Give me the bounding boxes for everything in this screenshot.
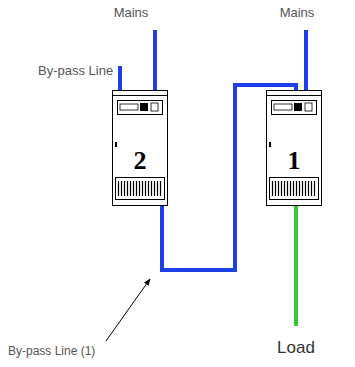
door-handle — [115, 142, 117, 147]
vent-slit — [293, 181, 294, 196]
display — [274, 104, 292, 110]
cabinet-top — [266, 95, 322, 96]
cabinet-top — [112, 95, 168, 96]
vent-slit — [305, 181, 306, 196]
display — [140, 103, 148, 111]
line-label: Mains — [280, 5, 315, 20]
vent-slit — [139, 181, 140, 196]
vent-slit — [160, 181, 161, 196]
vent-slit — [154, 181, 155, 196]
mains-wire — [153, 30, 157, 92]
callout-label: By-pass Line (1) — [8, 344, 95, 358]
unit-number: 1 — [266, 148, 322, 174]
vent-slit — [272, 181, 273, 196]
vent-slit — [157, 181, 158, 196]
vent-slit — [290, 181, 291, 196]
control-panel — [272, 101, 317, 115]
vent-slit — [275, 181, 276, 196]
vent-slit — [299, 181, 300, 196]
load-wire — [294, 205, 298, 326]
bypass-wire — [118, 66, 122, 92]
line-label: Mains — [114, 5, 149, 20]
vent-slit — [151, 181, 152, 196]
vent-slit — [145, 181, 146, 196]
vent-slit — [121, 181, 122, 196]
vent-slit — [124, 181, 125, 196]
mains-wire — [304, 30, 308, 92]
vent-slit — [284, 181, 285, 196]
vent-slit — [148, 181, 149, 196]
load-label: Load — [277, 338, 315, 358]
switch — [305, 103, 312, 111]
vent-slit — [136, 181, 137, 196]
vent-slit — [311, 181, 312, 196]
leader-line — [106, 279, 150, 341]
vent-slit — [127, 181, 128, 196]
vent-slit — [133, 181, 134, 196]
door-handle — [269, 142, 271, 147]
vent-slit — [287, 181, 288, 196]
line-label: By-pass Line — [38, 63, 113, 78]
display — [120, 104, 138, 110]
control-panel — [118, 101, 163, 115]
vent-grill — [270, 178, 319, 200]
unit-number: 2 — [112, 148, 168, 174]
vent-grill — [116, 178, 165, 200]
display — [294, 103, 302, 111]
ups-cabinet: 2 — [112, 90, 168, 206]
vent-slit — [130, 181, 131, 196]
ups-cabinet: 1 — [266, 90, 322, 206]
cabinet-outline — [113, 91, 168, 206]
vent-slit — [296, 181, 297, 196]
switch — [151, 103, 158, 111]
vent-slit — [314, 181, 315, 196]
vent-slit — [278, 181, 279, 196]
vent-slit — [281, 181, 282, 196]
cabinet-outline — [267, 91, 322, 206]
vent-slit — [308, 181, 309, 196]
vent-slit — [302, 181, 303, 196]
vent-slit — [118, 181, 119, 196]
vent-slit — [142, 181, 143, 196]
